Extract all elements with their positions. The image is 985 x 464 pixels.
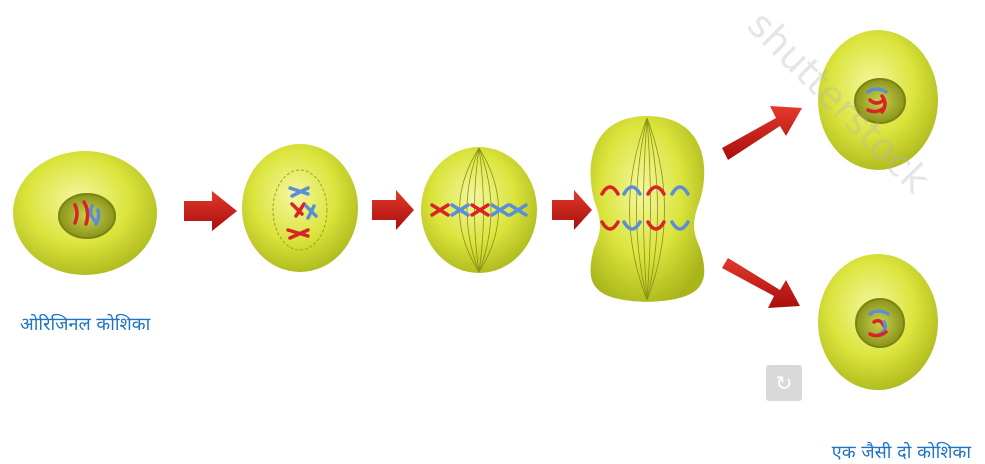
arrow-right-icon [552,190,592,230]
daughter-cell-bottom [818,254,938,390]
arrow-right-icon [184,191,237,231]
original-cell-label: ओरिजिनल कोशिका [20,312,150,336]
camera-icon: ↻ [766,365,802,401]
anaphase-cell [591,116,705,302]
arrow-up-right-icon [722,106,802,160]
prophase-cell [242,144,358,272]
metaphase-cell [421,147,537,273]
arrow-right-icon [372,190,414,230]
arrow-down-right-icon [722,258,800,308]
original-cell [13,151,157,275]
identical-cells-label: एक जैसी दो कोशिका [832,440,971,464]
